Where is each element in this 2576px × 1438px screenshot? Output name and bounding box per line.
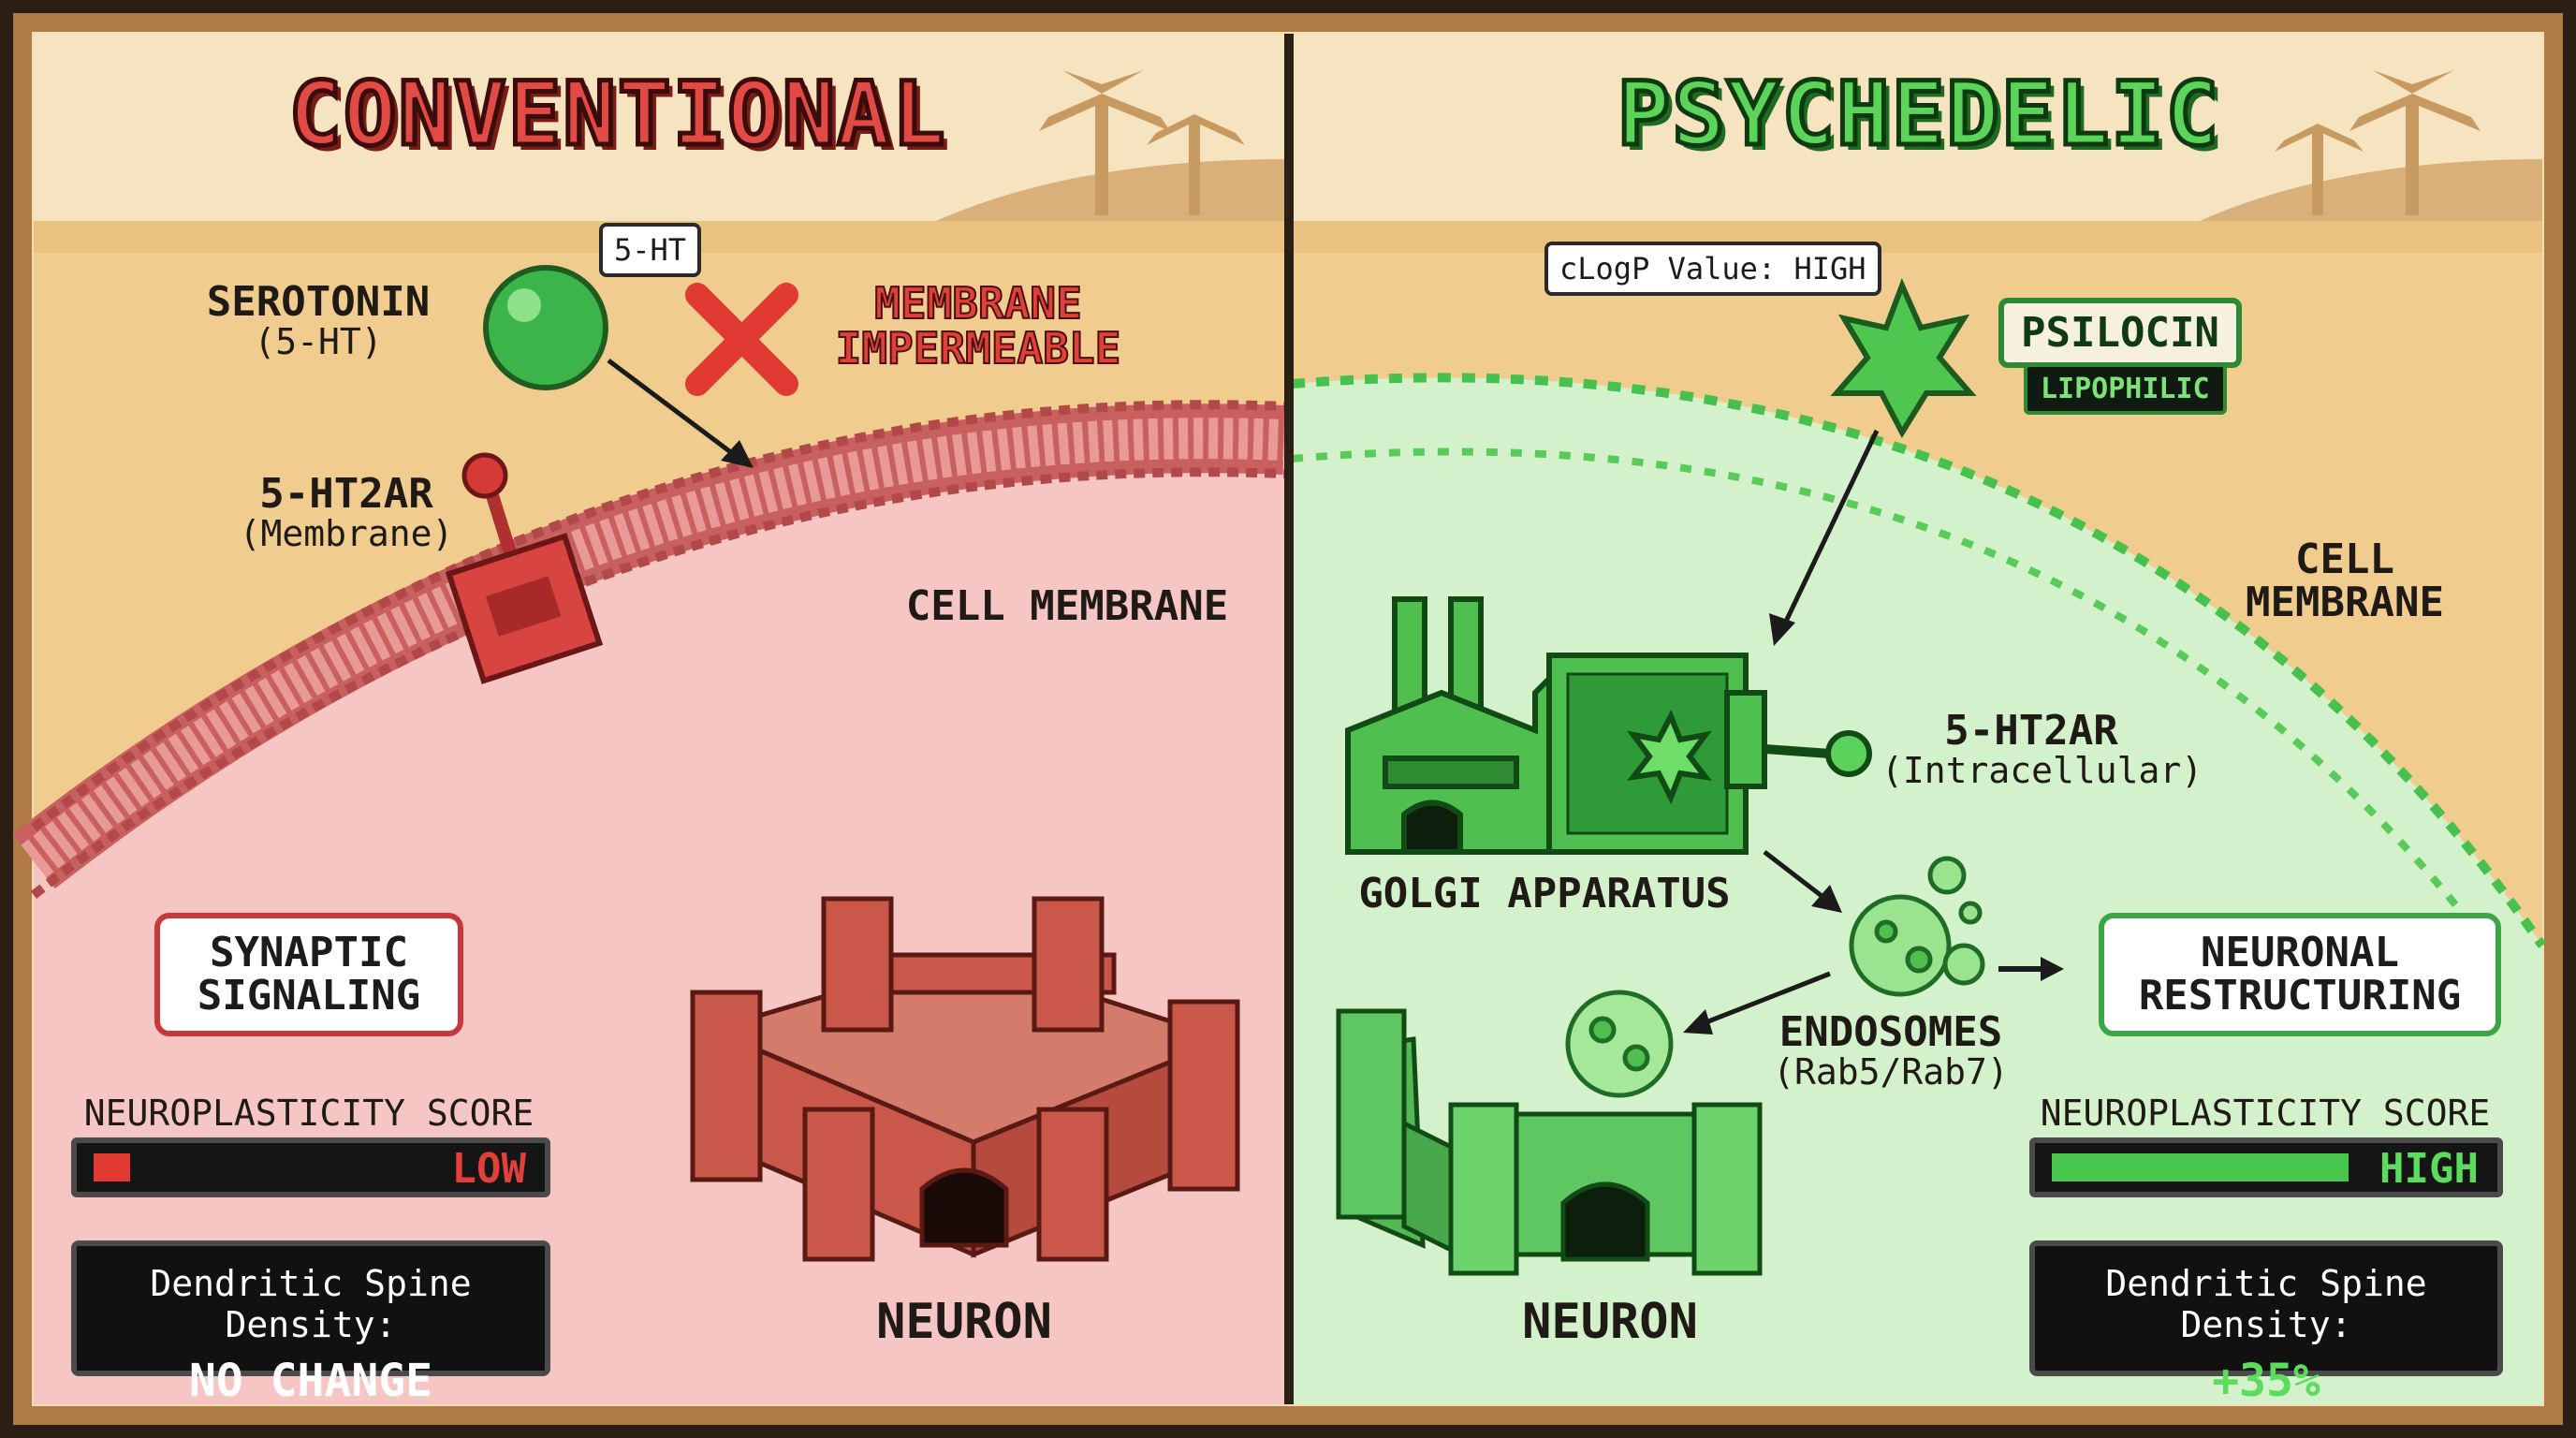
serotonin-tag: 5-HT (599, 223, 702, 277)
right-bubble-line-2: RESTRUCTURING (2138, 972, 2462, 1020)
serotonin-highlight (507, 288, 541, 322)
right-membrane-inner (1291, 448, 2484, 939)
serotonin-arrow-line (607, 359, 741, 461)
restructuring-arrowhead (2041, 957, 2064, 981)
serotonin-label: SEROTONIN (5-HT) (168, 278, 468, 363)
left-score-value: LOW (451, 1145, 526, 1193)
right-score-value: HIGH (2379, 1145, 2479, 1193)
golgi-factory-icon (1345, 596, 1872, 855)
left-receptor-sub: (Membrane) (239, 513, 454, 555)
clogp-tag: cLogP Value: HIGH (1544, 242, 1881, 296)
right-membrane-label-line-1: CELL (2295, 536, 2394, 583)
left-neuron-label: NEURON (876, 1294, 1052, 1350)
center-divider (1284, 34, 1294, 1404)
right-membrane-outer (1291, 373, 2547, 948)
left-title: CONVENTIONAL (286, 62, 947, 169)
right-neuron-fortress (1336, 1008, 1763, 1276)
left-bubble: SYNAPTIC SIGNALING (154, 913, 463, 1037)
psilocin-arrow-line (1780, 429, 1880, 629)
barrier-label-line-1: MEMBRANE (873, 278, 1083, 329)
right-membrane-label: CELL MEMBRANE (2190, 536, 2499, 627)
right-palm-1 (2349, 70, 2481, 215)
right-receptor-sub: (Intracellular) (1881, 750, 2203, 792)
left-receptor-name: 5-HT2AR (259, 470, 433, 518)
left-palm-2 (1147, 114, 1245, 215)
left-stat-box: Dendritic Spine Density: NO CHANGE (71, 1240, 550, 1407)
left-score-bar: LOW (71, 1137, 550, 1197)
serotonin-molecule (483, 265, 608, 390)
right-score-bar: HIGH (2029, 1137, 2503, 1197)
left-membrane-label: CELL MEMBRANE (905, 582, 1229, 630)
right-neuron-label: NEURON (1522, 1294, 1698, 1350)
endosome-name: ENDOSOMES (1778, 1008, 2003, 1056)
golgi-label: GOLGI APPARATUS (1358, 870, 1731, 917)
psilocin-arrowhead (1769, 613, 1795, 646)
psilocin-label: PSILOCIN (1998, 298, 2242, 368)
left-stat-title: Dendritic Spine Density: (150, 1263, 472, 1345)
right-stat-title: Dendritic Spine Density: (2105, 1263, 2427, 1345)
right-title: PSYCHEDELIC (1615, 62, 2221, 169)
left-receptor-label: 5-HT2AR (Membrane) (206, 470, 487, 555)
golgi-arrow-line (1763, 850, 1827, 901)
left-membrane-edge-top (30, 400, 1285, 831)
right-bubble: NEURONAL RESTRUCTURING (2099, 913, 2501, 1037)
left-palm-1 (1039, 70, 1170, 215)
serotonin-name: SEROTONIN (206, 278, 431, 326)
right-receptor-name: 5-HT2AR (1944, 707, 2118, 755)
right-receptor-label: 5-HT2AR (Intracellular) (1881, 707, 2203, 792)
left-score-label: NEUROPLASTICITY SCORE (83, 1093, 534, 1134)
serotonin-sub: (5-HT) (254, 321, 383, 363)
right-shore (1292, 221, 2542, 253)
left-bubble-line-1: SYNAPTIC (210, 929, 408, 976)
endosome-sub: (Rab5/Rab7) (1773, 1051, 2009, 1093)
lipophilic-badge: LIPOPHILIC (2024, 363, 2227, 415)
left-score-fill (94, 1153, 130, 1181)
right-stat-value: +35% (2212, 1355, 2320, 1407)
membrane-receptor-icon (445, 452, 604, 684)
left-stat-value: NO CHANGE (188, 1355, 433, 1407)
vesicle-icon (1565, 990, 1674, 1098)
right-score-fill (2052, 1153, 2349, 1181)
left-membrane-inner (21, 418, 1285, 878)
right-membrane-label-line-2: MEMBRANE (2246, 579, 2444, 627)
vesicle-arrowhead (1683, 1009, 1713, 1034)
barrier-label-line-2: IMPERMEABLE (835, 323, 1122, 374)
endosome-cluster-icon (1849, 856, 1985, 997)
left-neuron-fortress (690, 896, 1240, 1262)
right-bubble-line-1: NEURONAL (2201, 929, 2399, 976)
right-palm-2 (2275, 124, 2364, 215)
vesicle-arrow-line (1698, 971, 1831, 1028)
psilocin-molecule (1830, 278, 1977, 439)
right-score-label: NEUROPLASTICITY SCORE (2040, 1093, 2491, 1134)
right-stat-box: Dendritic Spine Density: +35% (2029, 1240, 2503, 1407)
left-membrane-edge-bottom (30, 467, 1285, 899)
endosome-label: ENDOSOMES (Rab5/Rab7) (1741, 1008, 2041, 1093)
left-bubble-line-2: SIGNALING (197, 972, 421, 1020)
golgi-arrowhead (1811, 885, 1842, 913)
right-hill (2200, 159, 2542, 221)
serotonin-arrowhead (721, 440, 754, 468)
barrier-label: MEMBRANE IMPERMEABLE (805, 278, 1151, 374)
blocked-x-icon (685, 283, 798, 396)
